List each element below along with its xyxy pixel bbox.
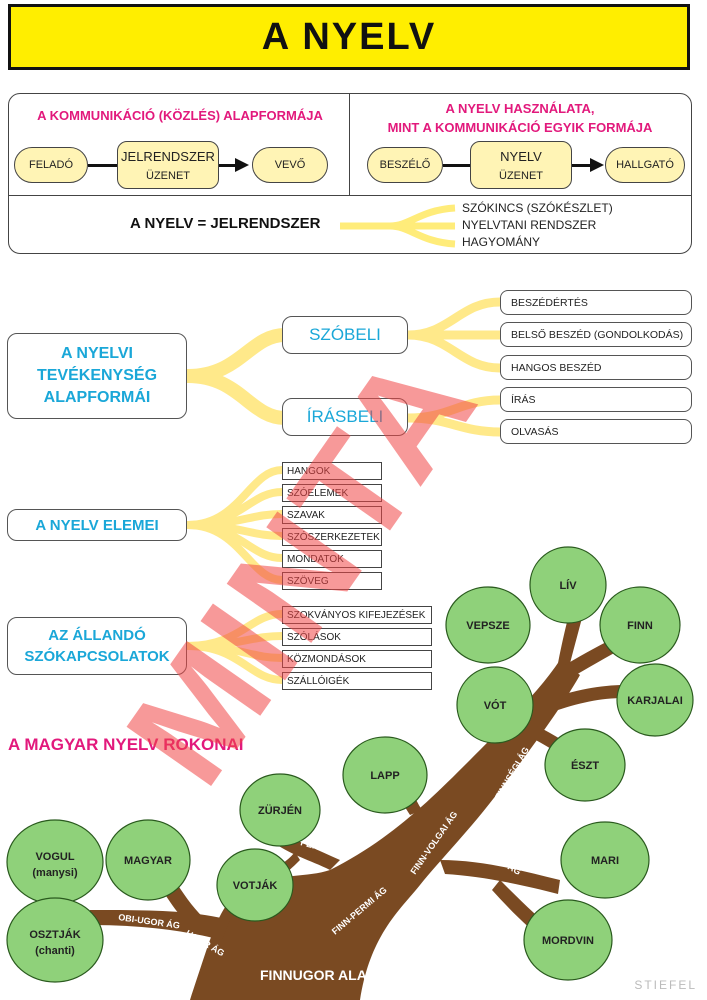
leaf-mari (560, 821, 650, 899)
element-item: HANGOK (282, 462, 382, 480)
relatives-title: A MAGYAR NYELV ROKONAI (8, 735, 244, 754)
oral-item: BESZÉDÉRTÉS (500, 290, 692, 315)
language-leaves: VOGUL (manysi) OSZTJÁK (chanti) MAGYAR Z… (6, 546, 694, 983)
leaf-vot (456, 666, 534, 744)
activity-label-2: TEVÉKENYSÉG (36, 367, 158, 384)
leaf-vepsze (445, 586, 531, 664)
language-equation: A NYELV = JELRENDSZER (130, 215, 321, 232)
phrase-item: SZOKVÁNYOS KIFEJEZÉSEK (282, 606, 432, 624)
leaf-label: KARJALAI (627, 695, 683, 707)
phrase-item: SZÁLLÓIGÉK (282, 672, 432, 690)
arrow-line (219, 164, 237, 167)
panel-divider-vertical (349, 93, 350, 195)
communication-panel (8, 93, 692, 254)
connector-bands (181, 297, 505, 684)
leaf-karjalai (616, 663, 694, 737)
component-item: SZÓKINCS (SZÓKÉSZLET) (462, 201, 613, 215)
message-right-label: ÜZENET (499, 169, 543, 182)
receiver-pill: VEVŐ (252, 147, 328, 183)
written-item: ÍRÁS (500, 387, 692, 412)
code-system-label: JELRENDSZER (121, 148, 215, 164)
leaf-mordvin (523, 899, 613, 981)
leaf-eszt (544, 728, 626, 802)
phrases-label-1: AZ ÁLLANDÓ (48, 627, 146, 644)
speaker-pill: BESZÉLŐ (367, 147, 443, 183)
communication-right-title-1: A NYELV HASZNÁLATA, (445, 101, 595, 116)
publisher-logo: STIEFEL (634, 978, 697, 992)
title-banner: A NYELV (8, 4, 690, 70)
leaf-label: VEPSZE (466, 620, 509, 632)
sender-pill: FELADÓ (14, 147, 88, 183)
leaf-label: ÉSZT (571, 759, 599, 772)
communication-left-title: A KOMMUNIKÁCIÓ (KÖZLÉS) ALAPFORMÁJA (37, 108, 323, 123)
arrow-line (88, 164, 118, 167)
element-item: SZÖVEG (282, 572, 382, 590)
leaf-label: FINN (627, 620, 653, 632)
leaf-label: LAPP (370, 770, 399, 782)
component-list: SZÓKINCS (SZÓKÉSZLET) NYELVTANI RENDSZER… (462, 200, 613, 251)
leaf-osztjak (6, 897, 104, 983)
leaf-label: VOGUL (35, 851, 74, 863)
leaf-sublabel: (manysi) (32, 867, 78, 879)
language-box: NYELV ÜZENET (470, 141, 572, 189)
leaf-liv (529, 546, 607, 624)
equation-fork (340, 204, 456, 248)
leaf-magyar (105, 819, 191, 901)
arrowhead-icon (235, 158, 249, 172)
phrase-item: KÖZMONDÁSOK (282, 650, 432, 668)
activity-box: A NYELVI TEVÉKENYSÉG ALAPFORMÁI (7, 333, 187, 419)
leaf-label: ZÜRJÉN (258, 804, 302, 817)
root-label: FINNUGOR ALAPNYELV (260, 967, 422, 983)
leaf-finn (599, 586, 681, 664)
leaf-label: MARI (591, 855, 619, 867)
oral-box: SZÓBELI (282, 316, 408, 354)
activity-label-3: ALAPFORMÁI (43, 389, 151, 406)
leaf-label: MAGYAR (124, 855, 172, 867)
listener-pill: HALLGATÓ (605, 147, 685, 183)
component-item: NYELVTANI RENDSZER (462, 218, 597, 232)
component-item: HAGYOMÁNY (462, 235, 541, 249)
activity-label-1: A NYELVI (60, 345, 133, 362)
leaf-label: VOTJÁK (233, 879, 278, 892)
elements-box: A NYELV ELEMEI (7, 509, 187, 541)
communication-right-title-2: MINT A KOMMUNIKÁCIÓ EGYIK FORMÁJA (387, 120, 653, 135)
written-item: OLVASÁS (500, 419, 692, 444)
phrases-label-2: SZÓKAPCSOLATOK (24, 648, 170, 665)
oral-item: BELSŐ BESZÉD (GONDOLKODÁS) (500, 322, 692, 347)
leaf-zurjen (239, 773, 321, 847)
phrases-box: AZ ÁLLANDÓ SZÓKAPCSOLATOK (7, 617, 187, 675)
element-item: MONDATOK (282, 550, 382, 568)
element-item: SZAVAK (282, 506, 382, 524)
element-item: SZÓELEMEK (282, 484, 382, 502)
phrase-item: SZÓLÁSOK (282, 628, 432, 646)
leaf-sublabel: (chanti) (35, 945, 75, 957)
oral-item: HANGOS BESZÉD (500, 355, 692, 380)
arrow-line (572, 164, 592, 167)
arrowhead-icon (590, 158, 604, 172)
page-title: A NYELV (261, 15, 437, 58)
written-box: ÍRÁSBELI (282, 398, 408, 436)
leaf-label: LÍV (559, 579, 577, 592)
leaf-label: OSZTJÁK (29, 928, 80, 941)
code-system-box: JELRENDSZER ÜZENET (117, 141, 219, 189)
panel-divider-horizontal (8, 195, 692, 196)
arrow-line (443, 164, 471, 167)
leaf-label: VÓT (484, 699, 507, 712)
leaf-label: MORDVIN (542, 935, 594, 947)
leaf-lapp (342, 736, 428, 814)
language-label: NYELV (500, 148, 542, 164)
leaf-votjak (216, 848, 294, 922)
message-left-label: ÜZENET (146, 169, 190, 182)
element-item: SZÓSZERKEZETEK (282, 528, 382, 546)
